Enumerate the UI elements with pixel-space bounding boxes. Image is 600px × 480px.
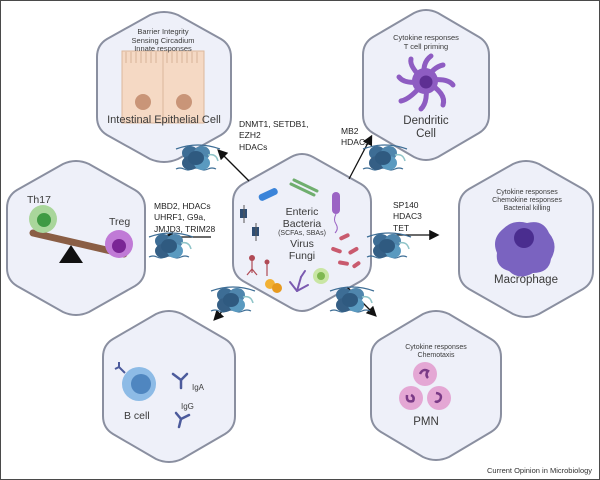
nucleosome-icon [329, 286, 375, 313]
regulator-label: EZH2 [239, 130, 261, 141]
epithelial-cell-name: Intestinal Epithelial Cell [107, 114, 221, 126]
epithelial-regulators: DNMT1, SETDB1, EZH2 HDACs [239, 119, 308, 153]
arrow-to-epithelial [217, 149, 250, 182]
pmn-functions: Cytokine responses Chemotaxis [391, 344, 481, 360]
dendritic-cell-icon [396, 53, 456, 112]
function-label: T cell priming [403, 41, 449, 51]
function-label: Innate responses [134, 44, 192, 54]
regulator-label: TET [393, 222, 410, 233]
hexagon-pmn [370, 310, 502, 461]
macrophage-regulators: SP140 HDAC3 TET [393, 200, 422, 234]
th17-cell-icon [29, 205, 57, 233]
macrophage-cell-name: Macrophage [494, 274, 558, 286]
regulator-label: HDACs [341, 137, 370, 148]
function-label: Sensing Circadium [131, 35, 195, 45]
pmn-cells-icon [399, 362, 451, 410]
nucleosome-icon [362, 144, 408, 171]
function-label: Cytokine responses [405, 344, 467, 351]
dendritic-regulators: MB2 HDACs [341, 126, 369, 149]
treg-label: Treg [109, 216, 131, 228]
nucleosome-icon [175, 144, 221, 171]
center-line: Fungi [288, 250, 316, 263]
regulator-label: UHRF1, G9a, [154, 212, 206, 223]
th17-label: Th17 [27, 194, 51, 206]
nucleosome-icon [366, 232, 412, 259]
b-cell-name: B cell [124, 410, 150, 422]
dendritic-cell-name: Dendritic Cell [391, 115, 461, 141]
regulator-label: MB2 [341, 126, 359, 136]
treg-cell-icon [105, 230, 133, 258]
hexagon-tcell [6, 160, 146, 316]
center-microbiota-label: Enteric Bacteria (SCFAs, SBAs) Virus Fun… [272, 206, 332, 262]
function-label: Barrier Integrity [137, 27, 189, 36]
regulator-label: JMJD3, TRIM28 [154, 223, 216, 234]
regulator-label: MBD2, HDACs [154, 201, 211, 211]
arrow-to-dendritic [348, 134, 373, 180]
center-line: Bacteria [282, 218, 322, 231]
iga-label: IgA [192, 383, 205, 392]
name-line: Dendritic [403, 115, 449, 127]
epithelial-functions: Barrier Integrity Sensing Circadium Inna… [119, 27, 207, 54]
nucleosome-icon [148, 232, 194, 259]
macrophage-functions: Cytokine responses Chemokine responses B… [477, 189, 577, 213]
function-label: Chemotaxis [417, 352, 455, 360]
epithelial-cells-icon [121, 50, 205, 124]
iga-antibody-icon [171, 372, 189, 390]
regulator-label: HDAC3 [393, 211, 422, 222]
regulator-label: HDACs [239, 141, 268, 152]
function-label: Bacterial killing [503, 205, 551, 213]
function-label: Cytokine responses [496, 189, 558, 196]
regulator-label: SP140 [393, 200, 419, 210]
macrophage-cell-icon [495, 221, 555, 277]
center-subline: (SCFAs, SBAs) [278, 230, 326, 238]
igg-antibody-icon [174, 411, 191, 429]
center-line: Enteric [285, 206, 319, 218]
pmn-cell-name: PMN [413, 416, 439, 428]
function-label: Cytokine responses [393, 33, 459, 42]
center-line: Virus [290, 238, 314, 251]
figure-caption: Current Opinion in Microbiology [487, 466, 593, 475]
microbes-icon [240, 178, 361, 293]
hexagon-bcell [102, 310, 236, 463]
nucleosome-icon [210, 286, 256, 313]
igg-label: IgG [181, 402, 194, 411]
function-label: Chemokine responses [492, 197, 562, 205]
name-line: Cell [416, 128, 436, 141]
regulator-label: DNMT1, SETDB1, [239, 119, 309, 129]
tcell-regulators: MBD2, HDACs UHRF1, G9a, JMJD3, TRIM28 [154, 201, 215, 235]
b-cell-icon [114, 362, 156, 401]
dendritic-functions: Cytokine responses T cell priming [381, 33, 471, 51]
